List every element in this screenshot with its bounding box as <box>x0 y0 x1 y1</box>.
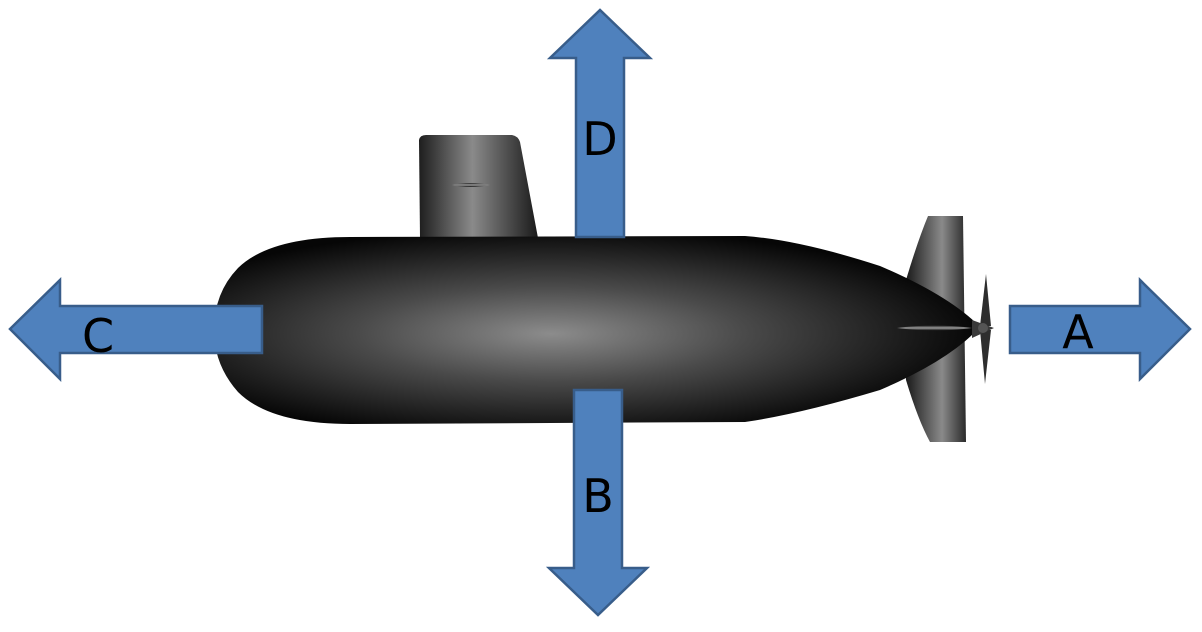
arrow-d: D <box>546 8 654 239</box>
arrow-b-shape <box>545 388 651 617</box>
hull <box>214 236 980 424</box>
arrow-a: A <box>1008 277 1192 383</box>
arrow-c-shape <box>8 277 264 383</box>
tower-dive-plane <box>452 183 490 187</box>
arrow-b-label: B <box>582 469 614 523</box>
arrow-d-label: D <box>582 112 617 166</box>
arrow-b: B <box>545 388 651 617</box>
arrow-d-shape <box>546 8 654 239</box>
stern-dive-plane <box>897 325 972 331</box>
arrow-a-label: A <box>1062 305 1094 359</box>
submarine-icon <box>214 135 994 442</box>
arrow-c-label: C <box>82 309 114 363</box>
arrow-a-shape <box>1008 277 1192 383</box>
arrow-c: C <box>8 277 264 383</box>
propeller-icon <box>972 274 994 384</box>
